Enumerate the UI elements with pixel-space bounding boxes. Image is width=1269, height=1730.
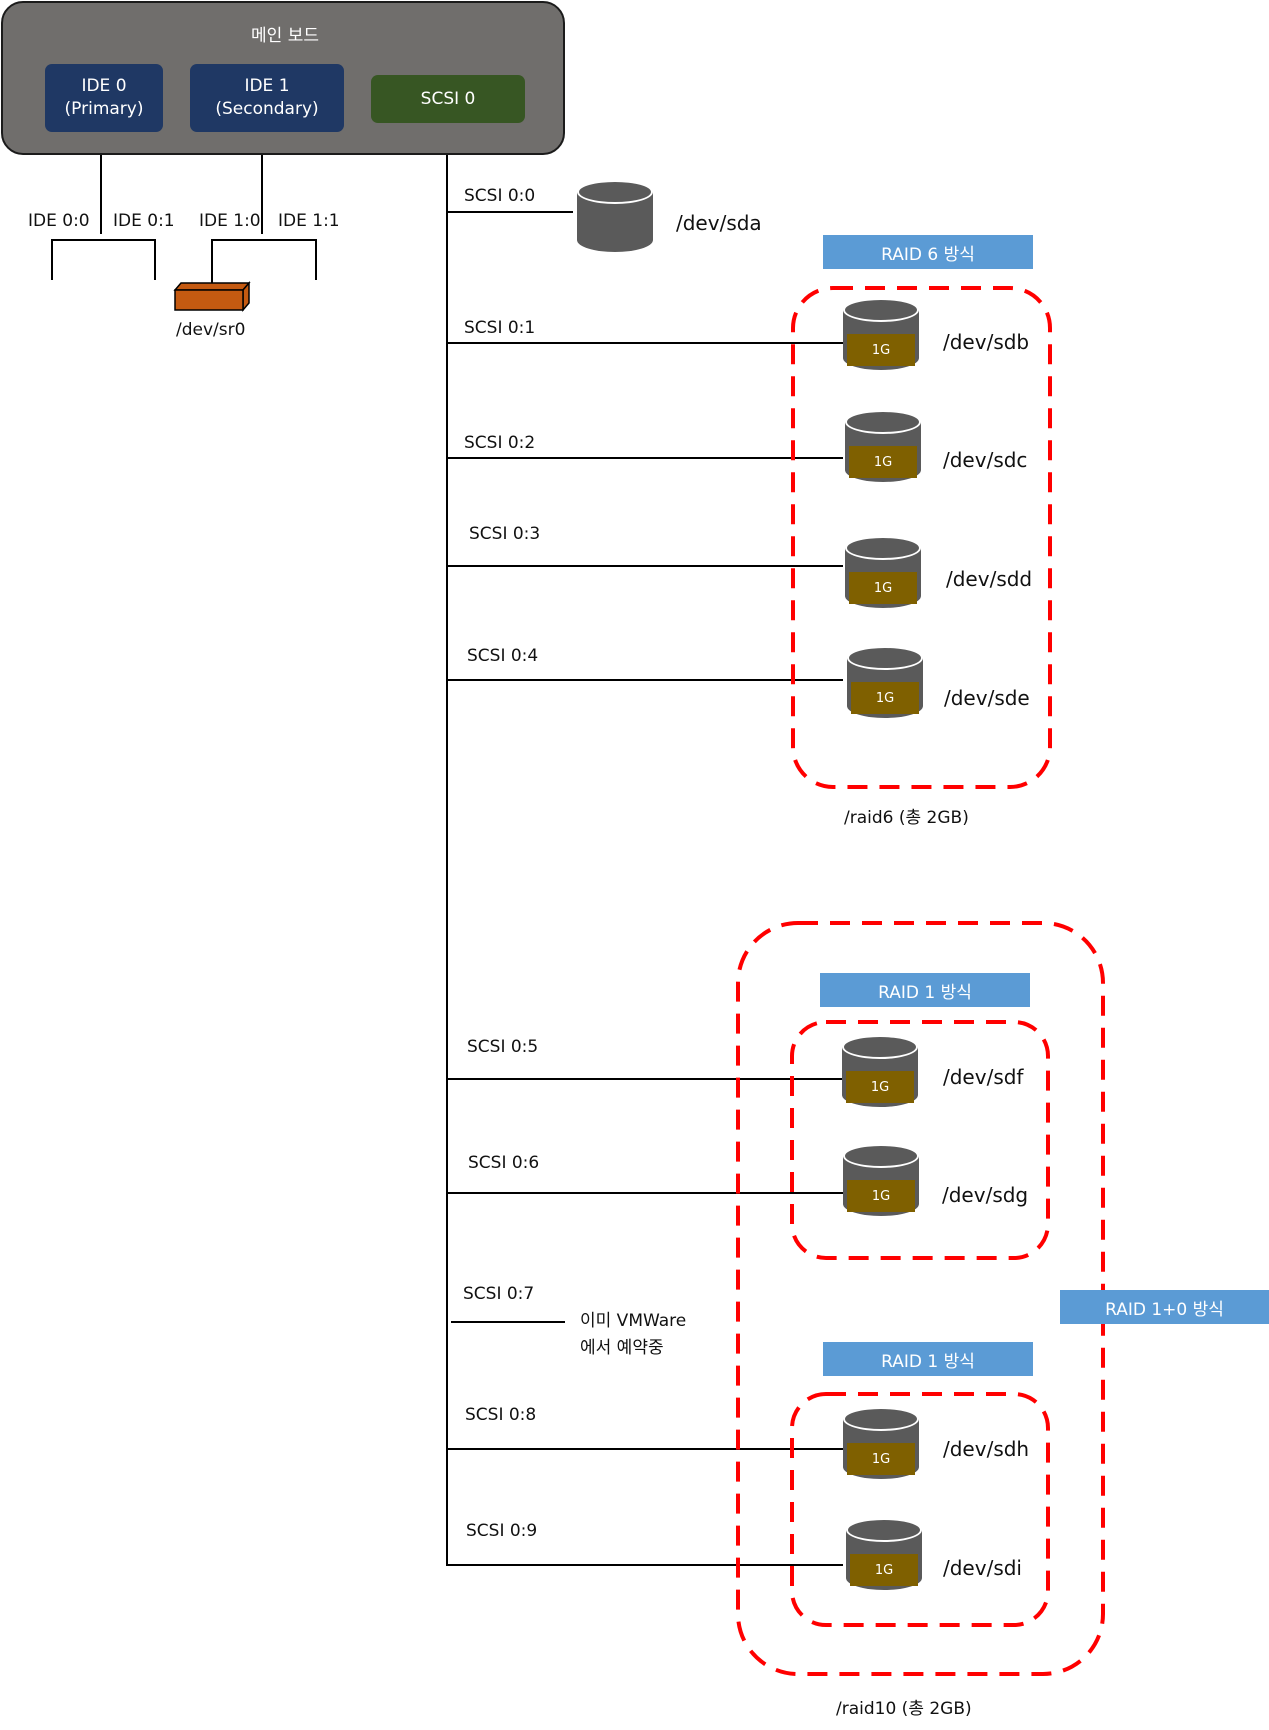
reserved-note: 에서 예약중 bbox=[580, 1338, 664, 1358]
disk-icon: 1G bbox=[842, 1035, 918, 1115]
disk-icon: 1G bbox=[847, 646, 923, 726]
device-label-sde: /dev/sde bbox=[944, 686, 1030, 710]
device-label-sda: /dev/sda bbox=[676, 211, 762, 235]
disk-icon: 1G bbox=[845, 536, 921, 616]
disk-icon: 1G bbox=[843, 298, 919, 378]
disk-icon bbox=[577, 180, 653, 260]
raid6-tag: RAID 6 방식 bbox=[823, 235, 1033, 269]
ide0-bracket bbox=[51, 239, 156, 280]
raid1b-tag: RAID 1 방식 bbox=[823, 1342, 1033, 1376]
scsi-port-label: SCSI 0:8 bbox=[465, 1405, 537, 1425]
ide-port-label: IDE 1:0 bbox=[199, 211, 261, 231]
scsi-port-label: SCSI 0:3 bbox=[469, 524, 541, 544]
disk-icon: 1G bbox=[845, 410, 921, 490]
device-label-sdg: /dev/sdg bbox=[942, 1183, 1029, 1207]
device-label-sdc: /dev/sdc bbox=[943, 448, 1028, 472]
ide-port-label: IDE 0:1 bbox=[113, 211, 175, 231]
scsi-port-label: SCSI 0:1 bbox=[464, 318, 536, 338]
mainboard-title: 메인 보드 bbox=[251, 26, 319, 46]
ide1-controller: IDE 1 (Secondary) bbox=[190, 64, 344, 132]
scsi-port-label: SCSI 0:2 bbox=[464, 433, 536, 453]
ide1-bracket bbox=[211, 239, 317, 285]
scsi-port-label: SCSI 0:7 bbox=[463, 1284, 535, 1304]
disk-icon: 1G bbox=[843, 1144, 919, 1224]
raid10-tag: RAID 1+0 방식 bbox=[1060, 1290, 1269, 1324]
disk-icon: 1G bbox=[846, 1518, 922, 1598]
raid1a-boundary bbox=[790, 1020, 1050, 1260]
cdrom-drive bbox=[173, 280, 251, 313]
cdrom-label: /dev/sr0 bbox=[176, 320, 246, 340]
scsi-port-label: SCSI 0:5 bbox=[467, 1037, 539, 1057]
scsi-port-label: SCSI 0:0 bbox=[464, 186, 536, 206]
reserved-note: 이미 VMWare bbox=[580, 1311, 687, 1331]
ide-port-label: IDE 1:1 bbox=[278, 211, 340, 231]
scsi-port-label: SCSI 0:9 bbox=[466, 1521, 538, 1541]
raid6-boundary bbox=[791, 286, 1052, 789]
ide0-controller: IDE 0 (Primary) bbox=[45, 64, 163, 132]
device-label-sdf: /dev/sdf bbox=[943, 1065, 1024, 1089]
raid1b-boundary bbox=[790, 1392, 1050, 1627]
raid1a-tag: RAID 1 방식 bbox=[820, 973, 1030, 1007]
device-label-sdi: /dev/sdi bbox=[943, 1556, 1022, 1580]
scsi0-controller: SCSI 0 bbox=[371, 75, 525, 123]
scsi-port-label: SCSI 0:6 bbox=[468, 1153, 540, 1173]
device-label-sdd: /dev/sdd bbox=[946, 567, 1033, 591]
ide-port-label: IDE 0:0 bbox=[28, 211, 90, 231]
device-label-sdb: /dev/sdb bbox=[943, 330, 1030, 354]
scsi-port-label: SCSI 0:4 bbox=[467, 646, 539, 666]
device-label-sdh: /dev/sdh bbox=[943, 1437, 1030, 1461]
raid6-mount-label: /raid6 (총 2GB) bbox=[844, 808, 969, 828]
disk-icon: 1G bbox=[843, 1407, 919, 1487]
raid10-mount-label: /raid10 (총 2GB) bbox=[836, 1699, 972, 1719]
